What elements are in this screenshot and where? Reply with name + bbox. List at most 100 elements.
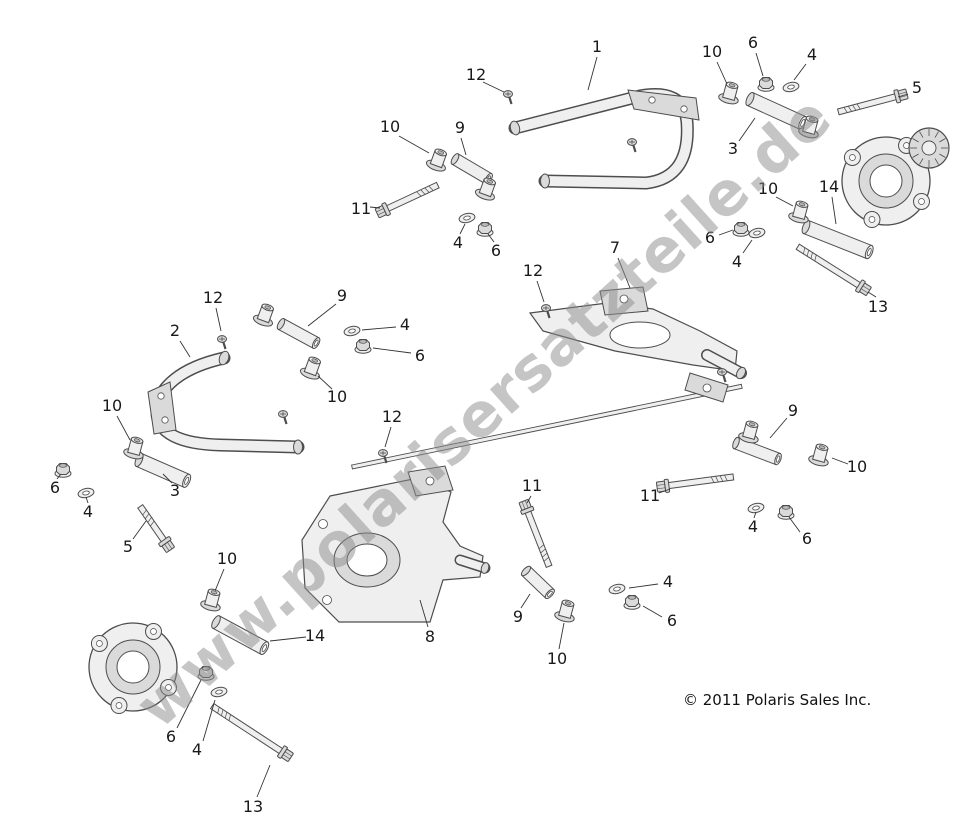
callout-10: 10 bbox=[317, 375, 347, 406]
callout-14: 14 bbox=[819, 177, 839, 225]
bushing-10 bbox=[200, 588, 221, 612]
screw-12 bbox=[541, 304, 551, 319]
bearing-carrier-right bbox=[841, 136, 931, 229]
svg-text:3: 3 bbox=[170, 481, 180, 500]
svg-text:11: 11 bbox=[522, 476, 542, 495]
bushing-10 bbox=[474, 177, 497, 201]
screw-12 bbox=[503, 90, 513, 105]
callout-10: 10 bbox=[102, 396, 131, 441]
svg-text:14: 14 bbox=[819, 177, 839, 196]
svg-text:3: 3 bbox=[728, 139, 738, 158]
bushing-10 bbox=[788, 200, 809, 224]
flange-nut-6 bbox=[623, 595, 641, 610]
callout-8: 8 bbox=[419, 599, 435, 646]
callout-2: 2 bbox=[170, 321, 191, 358]
pivot-sleeve-14 bbox=[211, 615, 270, 655]
svg-text:4: 4 bbox=[453, 233, 463, 252]
svg-text:6: 6 bbox=[50, 478, 60, 497]
lower-control-arm-left bbox=[301, 465, 491, 623]
svg-text:9: 9 bbox=[455, 118, 465, 137]
callout-9: 9 bbox=[769, 401, 798, 439]
svg-text:6: 6 bbox=[166, 727, 176, 746]
hex-bolt-5 bbox=[137, 503, 175, 553]
callout-4: 4 bbox=[793, 45, 817, 81]
upper-control-arm-right bbox=[508, 88, 700, 190]
callout-10: 10 bbox=[831, 457, 867, 476]
svg-text:2: 2 bbox=[170, 321, 180, 340]
callout-6: 6 bbox=[705, 228, 734, 247]
washer-4 bbox=[458, 212, 476, 224]
bearing-carrier-cap bbox=[908, 127, 950, 169]
svg-text:4: 4 bbox=[83, 502, 93, 521]
callout-1: 1 bbox=[587, 37, 602, 91]
bushing-10 bbox=[252, 303, 275, 327]
washer-4 bbox=[782, 81, 800, 93]
screw-12 bbox=[717, 368, 727, 383]
callout-11: 11 bbox=[522, 476, 542, 504]
svg-text:11: 11 bbox=[640, 486, 660, 505]
callout-14: 14 bbox=[269, 626, 325, 645]
callout-9: 9 bbox=[455, 118, 467, 156]
hex-bolt-13 bbox=[795, 243, 872, 296]
callout-4: 4 bbox=[732, 239, 753, 271]
svg-text:6: 6 bbox=[415, 346, 425, 365]
callout-12: 12 bbox=[203, 288, 223, 332]
callout-10: 10 bbox=[214, 549, 237, 592]
svg-text:4: 4 bbox=[663, 572, 673, 591]
callout-10: 10 bbox=[380, 117, 430, 154]
washer-4 bbox=[748, 227, 766, 239]
svg-text:13: 13 bbox=[243, 797, 263, 816]
hex-bolt-11 bbox=[374, 181, 440, 219]
callout-6: 6 bbox=[748, 33, 764, 77]
pivot-sleeve-9 bbox=[520, 565, 555, 600]
flange-nut-6 bbox=[757, 77, 775, 92]
washer-4 bbox=[77, 487, 95, 499]
bushing-10 bbox=[738, 420, 759, 444]
lower-control-arm-right bbox=[528, 286, 747, 403]
callout-4: 4 bbox=[628, 572, 673, 591]
washer-4 bbox=[210, 686, 228, 698]
callout-5: 5 bbox=[123, 520, 147, 556]
hex-bolt-5 bbox=[836, 88, 909, 116]
flange-nut-6 bbox=[354, 339, 372, 354]
svg-text:4: 4 bbox=[192, 740, 202, 759]
flange-nut-6 bbox=[476, 222, 494, 237]
callout-12: 12 bbox=[523, 261, 545, 303]
callout-13: 13 bbox=[243, 764, 271, 816]
svg-text:10: 10 bbox=[758, 179, 778, 198]
svg-text:6: 6 bbox=[802, 529, 812, 548]
svg-text:13: 13 bbox=[868, 297, 888, 316]
bushing-10 bbox=[798, 115, 819, 139]
svg-text:10: 10 bbox=[380, 117, 400, 136]
pivot-sleeve-9 bbox=[276, 318, 321, 350]
callout-6: 6 bbox=[50, 473, 62, 497]
pivot-sleeve-9 bbox=[732, 436, 782, 466]
callout-5: 5 bbox=[897, 78, 922, 98]
callout-4: 4 bbox=[83, 496, 93, 521]
callout-6: 6 bbox=[166, 679, 202, 746]
callout-12: 12 bbox=[466, 65, 505, 93]
callout-10: 10 bbox=[758, 179, 794, 207]
svg-text:4: 4 bbox=[732, 252, 742, 271]
svg-text:6: 6 bbox=[748, 33, 758, 52]
callout-4: 4 bbox=[748, 511, 758, 536]
svg-text:6: 6 bbox=[705, 228, 715, 247]
hex-bolt-11 bbox=[655, 473, 735, 493]
callout-3: 3 bbox=[728, 117, 756, 158]
svg-text:10: 10 bbox=[217, 549, 237, 568]
svg-text:7: 7 bbox=[610, 238, 620, 257]
callout-6: 6 bbox=[788, 516, 812, 548]
bushing-10 bbox=[554, 599, 575, 623]
callout-11: 11 bbox=[640, 486, 671, 505]
bushing-10 bbox=[299, 356, 322, 380]
upper-control-arm-left bbox=[147, 350, 305, 455]
svg-text:10: 10 bbox=[702, 42, 722, 61]
hex-bolt-11 bbox=[518, 499, 553, 569]
washer-4 bbox=[747, 502, 765, 514]
screw-12 bbox=[217, 335, 227, 350]
screw-12 bbox=[627, 138, 637, 153]
screw-12 bbox=[378, 449, 388, 464]
svg-text:4: 4 bbox=[400, 315, 410, 334]
